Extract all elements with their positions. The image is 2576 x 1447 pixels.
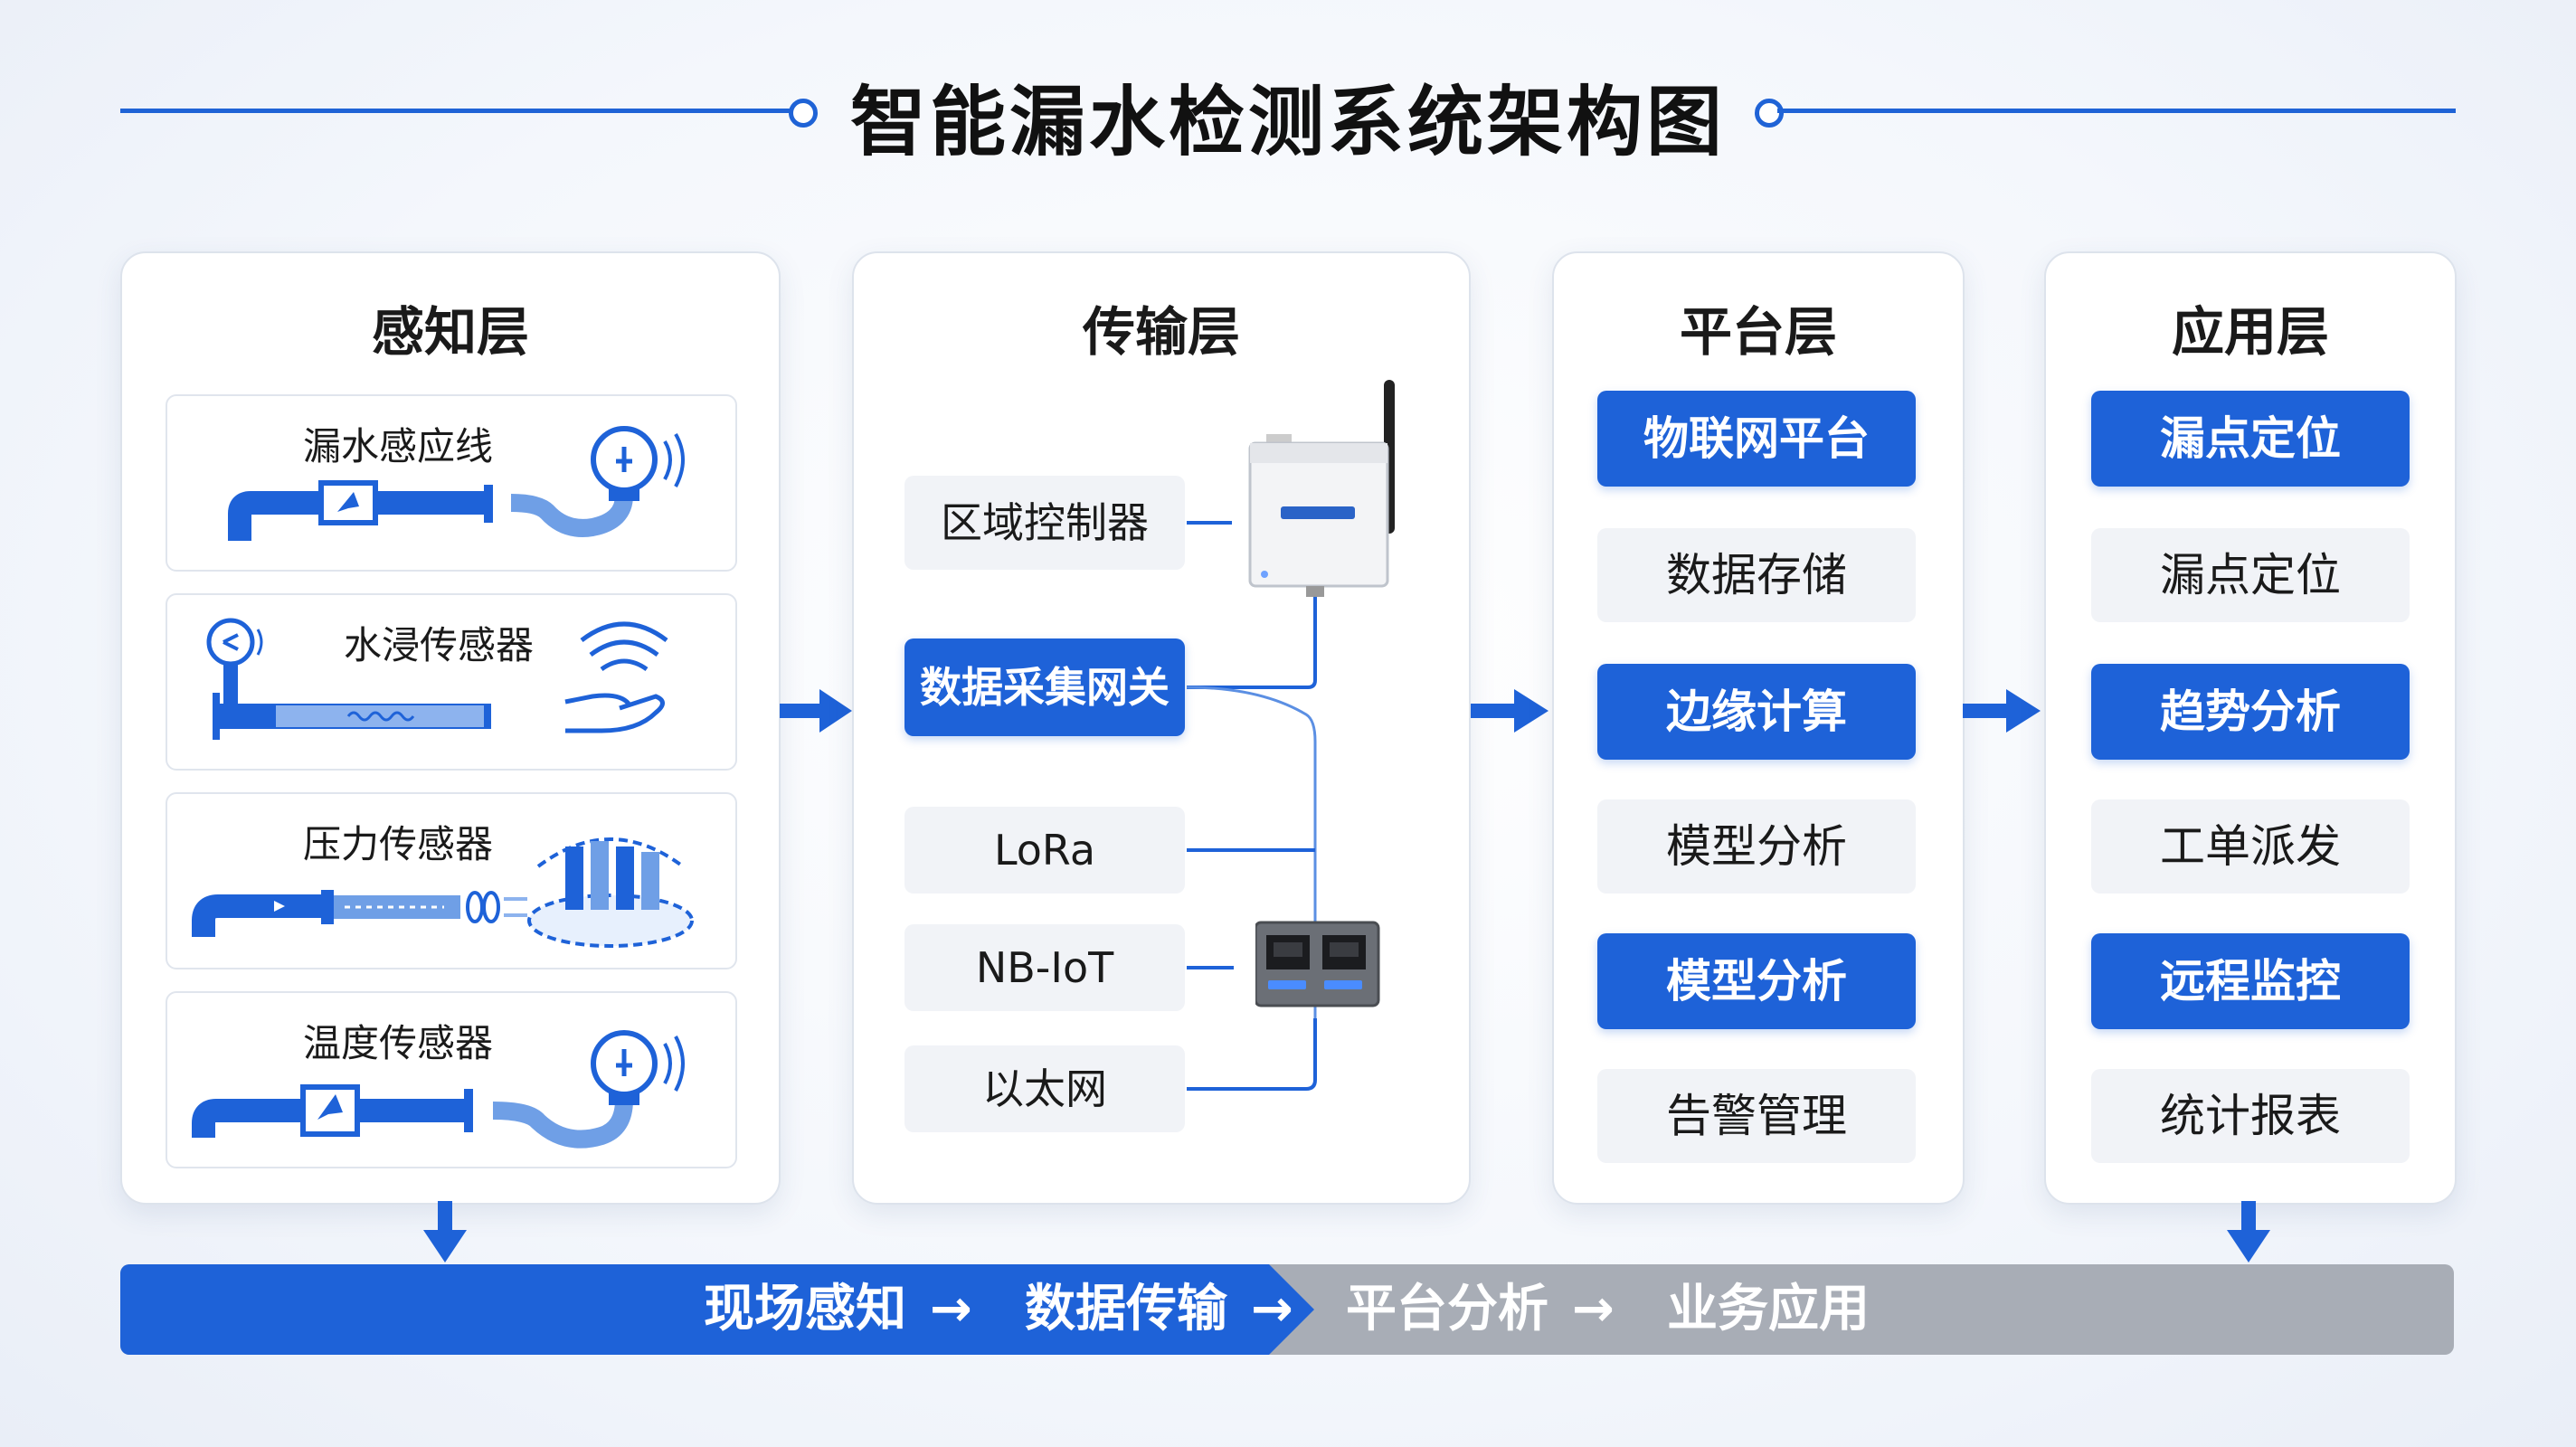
transport-item-lora[interactable]: LoRa bbox=[904, 807, 1185, 894]
title-line-left bbox=[120, 109, 799, 113]
application-item-leak-location[interactable]: 漏点定位 bbox=[2091, 391, 2410, 487]
sensor-card-temperature[interactable]: 温度传感器 bbox=[166, 991, 737, 1168]
flow-separator: → bbox=[1572, 1280, 1615, 1338]
transport-layer-panel: 传输层 区域控制器 数据采集网关 LoRa NB-IoT 以太网 bbox=[852, 251, 1471, 1205]
transport-item-zone-controller[interactable]: 区域控制器 bbox=[904, 476, 1185, 570]
application-item-leak-location-2[interactable]: 漏点定位 bbox=[2091, 528, 2410, 622]
pipe-icon bbox=[206, 618, 668, 740]
perception-layer-panel: 感知层 漏水感应线 水浸传感器 bbox=[120, 251, 781, 1205]
flow-separator: → bbox=[930, 1280, 972, 1338]
title-dot-right bbox=[1755, 99, 1784, 128]
platform-item-edge-computing[interactable]: 边缘计算 bbox=[1597, 664, 1916, 760]
transport-item-ethernet[interactable]: 以太网 bbox=[904, 1045, 1185, 1132]
title-line-right bbox=[1777, 109, 2456, 113]
valve-icon bbox=[591, 1030, 685, 1097]
sensor-label: 水浸传感器 bbox=[344, 623, 535, 667]
arrow-right-icon bbox=[780, 689, 852, 733]
platform-layer-title: 平台层 bbox=[1679, 301, 1837, 363]
valve-icon bbox=[591, 426, 685, 493]
flow-bar-background bbox=[120, 1264, 2454, 1355]
arrow-down-icon bbox=[2227, 1201, 2270, 1263]
platform-item-model-analysis[interactable]: 模型分析 bbox=[1597, 799, 1916, 894]
arrow-right-icon bbox=[1471, 689, 1548, 733]
flow-step-business-application: 业务应用 bbox=[1667, 1280, 1870, 1338]
flow-separator: → bbox=[1251, 1280, 1293, 1338]
flow-step-field-sensing: 现场感知 bbox=[704, 1280, 906, 1338]
title-dot-left bbox=[789, 99, 818, 128]
perception-layer-title: 感知层 bbox=[371, 301, 529, 363]
pipe-icon bbox=[192, 1030, 685, 1149]
platform-item-iot-platform[interactable]: 物联网平台 bbox=[1597, 391, 1916, 487]
pressure-gauge-icon bbox=[527, 837, 694, 948]
application-item-statistics-report[interactable]: 统计报表 bbox=[2091, 1069, 2410, 1163]
arrow-down-icon bbox=[423, 1201, 467, 1263]
sensor-label: 温度传感器 bbox=[303, 1021, 494, 1065]
application-layer-title: 应用层 bbox=[2171, 301, 2329, 363]
application-item-remote-monitoring[interactable]: 远程监控 bbox=[2091, 933, 2410, 1029]
ethernet-switch-icon bbox=[1255, 921, 1380, 1007]
pipe-icon bbox=[192, 837, 694, 948]
network-connectors bbox=[1186, 521, 1317, 1091]
sensor-card-pressure[interactable]: 压力传感器 bbox=[166, 792, 737, 969]
platform-item-model-analysis-2[interactable]: 模型分析 bbox=[1597, 933, 1916, 1029]
transport-item-data-gateway[interactable]: 数据采集网关 bbox=[904, 638, 1185, 736]
sensor-label: 压力传感器 bbox=[303, 822, 494, 866]
page-title: 智能漏水检测系统架构图 bbox=[849, 78, 1726, 166]
application-item-trend-analysis[interactable]: 趋势分析 bbox=[2091, 664, 2410, 760]
platform-layer-panel: 平台层 物联网平台 数据存储 边缘计算 模型分析 模型分析 告警管理 bbox=[1552, 251, 1965, 1205]
arrow-right-icon bbox=[1963, 689, 2041, 733]
sensor-card-water-immersion[interactable]: 水浸传感器 bbox=[166, 593, 737, 771]
hand-wave-icon bbox=[564, 621, 668, 733]
platform-item-data-storage[interactable]: 数据存储 bbox=[1597, 528, 1916, 622]
flow-bar: 现场感知 → 数据传输 → 平台分析 → 业务应用 bbox=[120, 1264, 2454, 1355]
platform-item-alarm-management[interactable]: 告警管理 bbox=[1597, 1069, 1916, 1163]
pipe-icon bbox=[228, 426, 685, 541]
controller-box-icon bbox=[1248, 380, 1395, 597]
application-layer-panel: 应用层 漏点定位 漏点定位 趋势分析 工单派发 远程监控 统计报表 bbox=[2044, 251, 2457, 1205]
sensor-card-leak-line[interactable]: 漏水感应线 bbox=[166, 394, 737, 572]
flow-step-data-transmission: 数据传输 bbox=[1025, 1280, 1227, 1338]
sensor-label: 漏水感应线 bbox=[303, 424, 494, 468]
transport-layer-title: 传输层 bbox=[1082, 301, 1240, 363]
application-item-work-order[interactable]: 工单派发 bbox=[2091, 799, 2410, 894]
transport-item-nb-iot[interactable]: NB-IoT bbox=[904, 924, 1185, 1011]
flow-step-platform-analysis: 平台分析 bbox=[1346, 1280, 1548, 1338]
